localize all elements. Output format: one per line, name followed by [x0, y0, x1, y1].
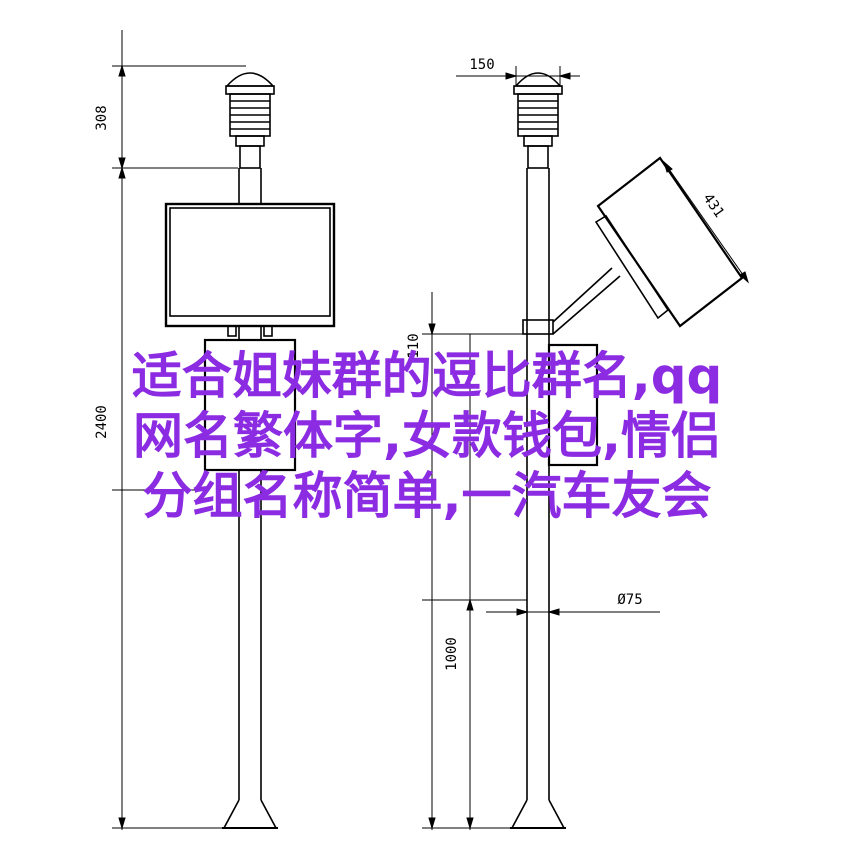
left-lower-cabinet	[203, 338, 297, 472]
right-dimensions	[422, 66, 749, 830]
left-display-panel	[164, 202, 336, 328]
overlay-headline: 适合姐妹群的逗比群名,qq 网名繁体字,女款钱包,情侣 分组名称简单,一汽车友会	[0, 346, 854, 526]
right-bracket-clamp	[522, 319, 554, 335]
dim-110-label: 110	[406, 333, 422, 358]
right-lower-cabinet	[547, 343, 599, 467]
dim-2400-label: 2400	[94, 405, 110, 439]
right-sensor-dome	[514, 72, 562, 87]
headline-line-1: 适合姐妹群的逗比群名,qq	[131, 347, 723, 405]
dim-431-label: 431	[699, 191, 727, 221]
dim-1000-label: 1000	[444, 637, 460, 671]
headline-line-2: 网名繁体字,女款钱包,情侣	[133, 407, 721, 465]
dim-diameter-label: Ø75	[617, 592, 642, 608]
right-base-flange	[510, 799, 566, 829]
dim-308-label: 308	[94, 105, 110, 130]
left-sensor-dome	[225, 72, 275, 87]
left-base-flange	[222, 799, 278, 829]
headline-line-3: 分组名称简单,一汽车友会	[142, 467, 712, 525]
left-dimensions	[112, 30, 246, 830]
right-panel-arm	[552, 267, 613, 323]
dim-150-label: 150	[469, 57, 494, 73]
right-pole-assembly	[510, 72, 744, 829]
left-pole-assembly	[164, 72, 336, 829]
left-sensor-cap	[225, 85, 275, 95]
